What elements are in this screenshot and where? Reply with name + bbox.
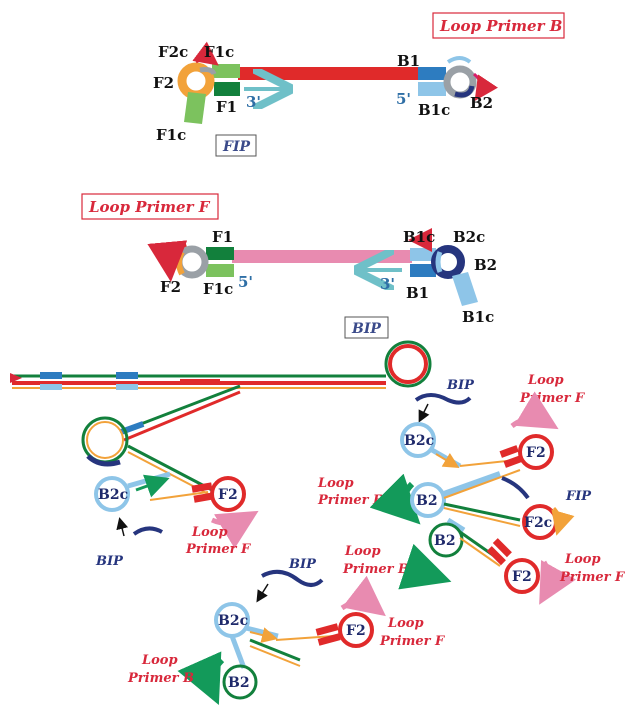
s2-label-b1c-top: B1c xyxy=(403,228,435,246)
s1-red-strand xyxy=(238,67,420,80)
bt-label-loop-f: Loop xyxy=(387,616,424,631)
bt-label-loop-b: Loop xyxy=(141,653,178,668)
bottom-structure: BIP B2c F2 Loop Primer F B2 Loop Primer … xyxy=(127,557,445,705)
s2-label-f1: F1 xyxy=(212,228,233,246)
lr-label-fip: FIP xyxy=(565,489,592,504)
ll-label-loop: Loop xyxy=(191,525,228,540)
s1-b2-arrow xyxy=(472,72,498,101)
lr-label-loop-b2: Loop xyxy=(344,544,381,559)
s2-label-b1: B1 xyxy=(406,284,429,302)
ll-label-f2: F2 xyxy=(218,487,238,503)
s1-label-fip: FIP xyxy=(222,139,250,155)
bt-label-primer-f: Primer F xyxy=(379,634,445,649)
s2-label-b1c-bottom: B1c xyxy=(462,308,494,326)
s2-f1-segment xyxy=(206,247,234,260)
s1-f1c-stub xyxy=(184,92,206,124)
s1-fip-box xyxy=(215,134,257,157)
bt-label-b2c: B2c xyxy=(218,613,248,629)
lr-label-primer-b2: Primer B xyxy=(342,562,409,577)
lr-label-loop-b: Loop xyxy=(317,476,354,491)
lr-label-loop-f2: Loop xyxy=(564,552,601,567)
lr-label-f2c: F2c xyxy=(524,515,552,531)
s1-b1-segment xyxy=(418,67,446,80)
s1-f2c-arrow xyxy=(192,41,219,66)
s2-b2-loop xyxy=(431,245,465,279)
s1-label-f2: F2 xyxy=(153,74,174,92)
s2-label-f1c: F1c xyxy=(203,280,233,298)
ll-label-bip: BIP xyxy=(95,554,124,569)
s1-label-5prime: 5' xyxy=(396,90,411,108)
s2-loop-f-arrow xyxy=(147,240,188,282)
s2-label-3prime: 3' xyxy=(380,275,395,293)
s1-f1c-segment xyxy=(212,64,240,78)
lr-label-primer-b: Primer B xyxy=(317,493,384,508)
s1-label-b2: B2 xyxy=(470,94,493,112)
s1-label-f1c-bottom: F1c xyxy=(156,126,186,144)
s2-label-b2c: B2c xyxy=(453,228,485,246)
lr-label-b2c: B2c xyxy=(404,433,434,449)
lr-label-loop-f: Loop xyxy=(527,373,564,388)
lr-label-f2-top: F2 xyxy=(526,445,546,461)
ll-label-b2c: B2c xyxy=(98,487,128,503)
s1-label-b1c: B1c xyxy=(418,101,450,119)
s1-f1-segment xyxy=(214,82,240,96)
s1-loop-primer-b-box xyxy=(432,12,565,39)
structure-1: F2c F1c B1 Loop Primer B F2 F1 3' 5' B1c… xyxy=(153,12,565,157)
s1-label-f2c: F2c xyxy=(158,43,188,61)
s2-label-f2: F2 xyxy=(160,278,181,296)
bt-label-primer-b: Primer B xyxy=(127,671,194,686)
s1-label-f1: F1 xyxy=(216,98,237,116)
s2-label-loop-primer-f: Loop Primer F xyxy=(88,198,211,216)
s2-b1c-stub xyxy=(452,272,478,306)
s2-label-5prime: 5' xyxy=(238,273,253,291)
s2-pink-strand xyxy=(232,250,412,263)
lr-label-primer-f2: Primer F xyxy=(559,570,625,585)
s2-loop-primer-f-box xyxy=(81,193,219,220)
s1-label-loop-primer-b: Loop Primer B xyxy=(439,17,562,35)
s1-b1c-segment xyxy=(418,82,446,96)
s2-b1-segment xyxy=(410,264,436,277)
s1-label-3prime: 3' xyxy=(246,93,261,111)
lower-right-structure: BIP Loop Primer F B2c F2 Loop Primer B B… xyxy=(317,373,625,605)
s2-label-b2: B2 xyxy=(474,256,497,274)
bt-label-f2: F2 xyxy=(346,623,366,639)
ll-label-primer-f: Primer F xyxy=(185,542,251,557)
structure-2: Loop Primer F F1 B1c B2c B2 F2 F1c 5' 3'… xyxy=(81,193,497,339)
s1-label-b1: B1 xyxy=(397,52,420,70)
lr-label-f2-bottom: F2 xyxy=(512,569,532,585)
lr-label-b2-a: B2 xyxy=(416,493,438,509)
s2-label-bip: BIP xyxy=(351,321,381,337)
lower-left-structure: B2c F2 Loop Primer F BIP xyxy=(10,340,432,569)
bt-label-b2: B2 xyxy=(228,675,250,691)
lr-label-bip: BIP xyxy=(446,378,475,393)
lr-label-b2-b: B2 xyxy=(434,533,456,549)
s1-label-f1c-top: F1c xyxy=(204,43,234,61)
s2-f1c-segment xyxy=(206,264,234,277)
s2-bip-box xyxy=(344,316,389,339)
bt-label-bip: BIP xyxy=(288,557,317,572)
lr-label-primer-f: Primer F xyxy=(519,391,585,406)
